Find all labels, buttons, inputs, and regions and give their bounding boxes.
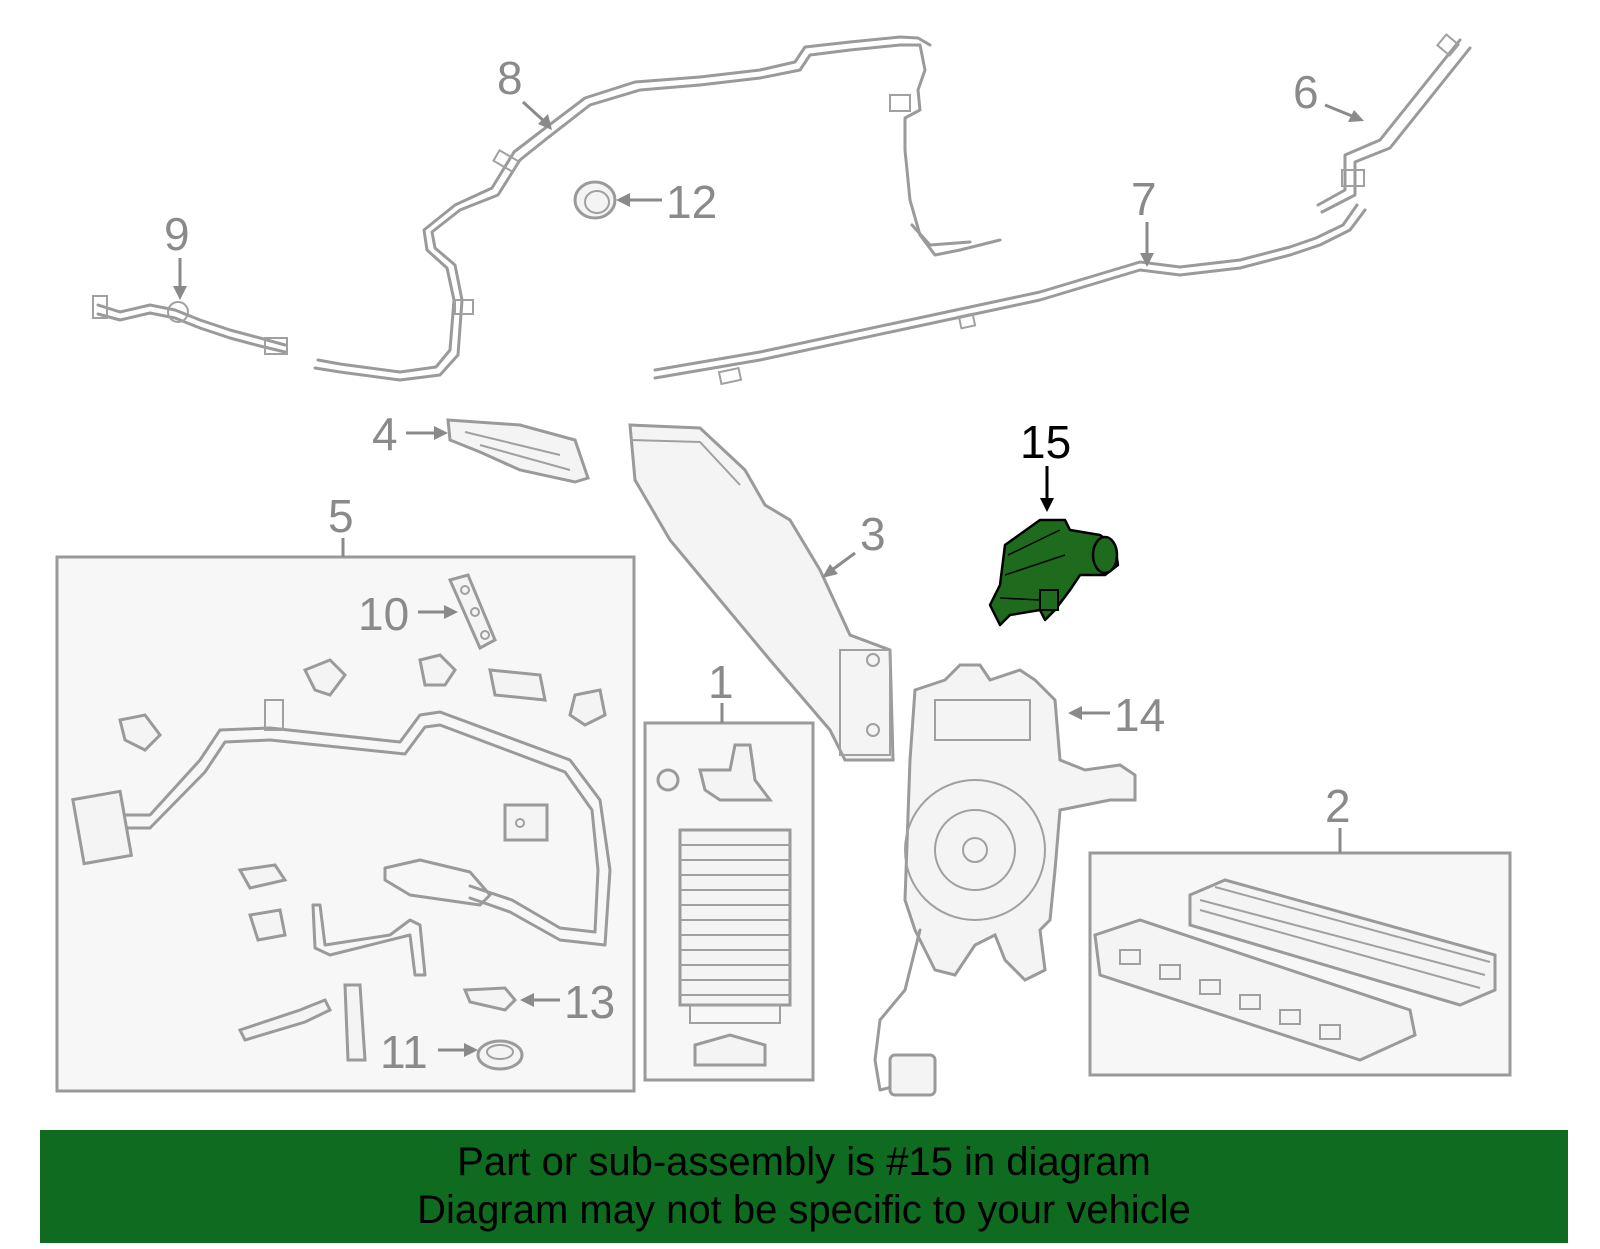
part-4-bracket[interactable] (446, 418, 590, 484)
part-6-tube[interactable] (1316, 33, 1472, 214)
callout-arrows (173, 100, 1364, 1057)
part-14-blower[interactable] (873, 663, 1137, 1097)
callout-15: 15 (1020, 416, 1071, 468)
callout-2: 2 (1325, 780, 1351, 832)
part-3-duct[interactable] (628, 423, 895, 762)
callout-12: 12 (666, 176, 717, 228)
callout-6: 6 (1293, 66, 1319, 118)
notice-banner: Part or sub-assembly is #15 in diagram D… (40, 1130, 1568, 1243)
part-11-seal[interactable] (476, 1039, 524, 1071)
callout-8: 8 (497, 52, 523, 104)
callout-5: 5 (328, 490, 354, 542)
callout-7: 7 (1131, 173, 1157, 225)
callout-11: 11 (380, 1026, 428, 1078)
callout-3: 3 (860, 508, 886, 560)
banner-line-2: Diagram may not be specific to your vehi… (417, 1188, 1191, 1232)
part-13-clip[interactable] (462, 986, 518, 1012)
callout-13: 13 (564, 976, 615, 1028)
banner-line-1: Part or sub-assembly is #15 in diagram (457, 1140, 1151, 1184)
part-7-tube[interactable] (653, 203, 1367, 386)
part-10-plate[interactable] (447, 573, 497, 651)
part-8-hose[interactable] (313, 35, 1002, 382)
callout-1: 1 (708, 656, 734, 708)
clip-parts[interactable] (118, 653, 607, 1062)
callout-labels: 8 9 12 7 6 4 5 3 15 10 1 14 2 13 11 (164, 52, 1351, 1078)
part-1-assembly-box[interactable] (643, 721, 815, 1082)
part-9-hose[interactable] (92, 295, 288, 355)
callout-14: 14 (1114, 689, 1165, 741)
callout-10: 10 (358, 588, 409, 640)
callout-9: 9 (164, 208, 190, 260)
part-15-module[interactable] (988, 518, 1120, 627)
part-12-grommet[interactable] (573, 180, 617, 220)
callout-4: 4 (372, 408, 398, 460)
part-2-assembly-box[interactable] (1088, 851, 1512, 1077)
